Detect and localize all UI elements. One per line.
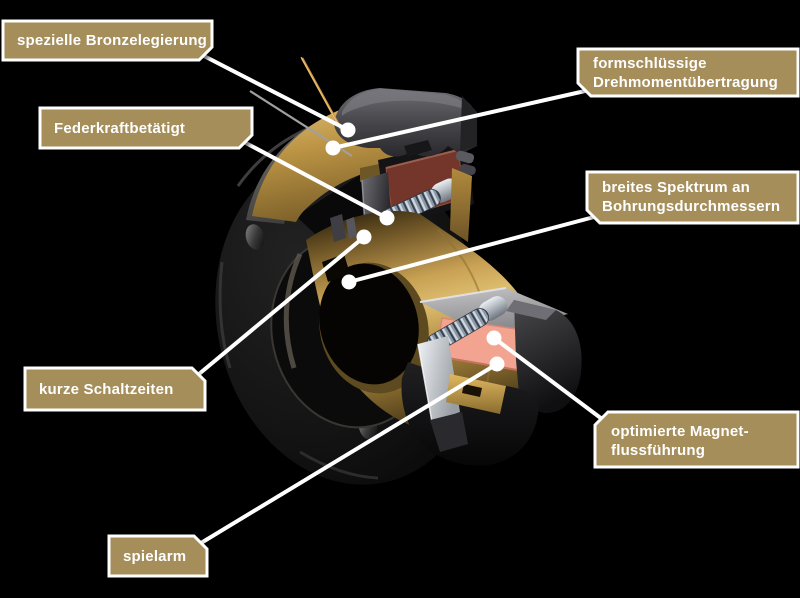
label-breites-spektrum-bohrungsdurchmesser: breites Spektrum an Bohrungsdurchmessern [585,170,800,225]
leader-schalt [197,235,366,376]
housing-cap-side [460,96,477,152]
housing-cap-notch [404,140,432,157]
label-box [593,410,800,469]
callout-leaders [197,54,604,545]
label-kurze-schaltzeiten: kurze Schaltzeiten [23,366,207,412]
flange-bottom-edge [299,450,379,480]
label-text-line2: flussführung [611,442,705,459]
keyway-notch [322,254,350,282]
label-text-line2: Drehmomentübertragung [593,74,778,91]
housing-cap-sheen [342,89,472,116]
label-box [1,19,214,62]
housing-lug-2 [459,163,476,176]
housing-block-lower [514,300,582,414]
gold-key-slot [462,384,482,397]
svg-text:optimierte Magnet- flu: optimierte Magnet- flussführung [611,423,753,459]
callout-dot-feder [379,210,395,226]
callout-dot-spielarm [489,356,505,372]
label-text: kurze Schaltzeiten [39,381,173,398]
callout-dot-bronze [340,122,356,138]
magnet-housing-edge [419,287,507,303]
leader-bronze [202,54,350,132]
svg-text:spezielle Bronzelegierung: spezielle Bronzelegierung [17,32,207,49]
leader-feder [242,140,389,220]
label-text-line1: formschlüssige [593,55,707,72]
label-box [576,47,800,98]
label-formschluessige-drehmomentuebertragung: formschlüssige Drehmomentübertragung [576,47,800,98]
svg-text:breites Spektrum an Bo: breites Spektrum an Bohrungsdurchmessern [602,179,780,215]
coil-upper-highlight [385,149,459,169]
front-wedge [430,412,468,452]
hub-bore [319,263,419,385]
housing-lug-1 [455,150,475,164]
armature-edge [417,343,433,423]
leader-bohrung [347,215,596,284]
label-federkraftbetaetigt: Federkraftbetätigt [38,106,254,150]
leader-spielarm [199,362,499,545]
leader-form [331,89,587,150]
svg-text:formschlüssige Drehmom: formschlüssige Drehmomentübertragung [593,55,778,91]
hub-cylinder [306,211,538,436]
label-spielarm: spielarm [107,534,209,578]
callout-dot-schalt [356,229,372,245]
gold-column [450,168,472,242]
housing-block-top [506,300,556,320]
label-box [38,106,254,150]
label-text-line2: Bohrungsdurchmessern [602,198,780,215]
callout-dot-form [325,140,341,156]
label-box [107,534,209,578]
lead-wire-gold-highlight [300,56,340,127]
leader-magnet [492,336,604,421]
svg-text:kurze Schaltzeiten: kurze Schaltzeiten [39,381,173,398]
lower-assembly [401,287,582,466]
label-spezielle-bronzelegierung: spezielle Bronzelegierung [1,19,214,62]
callout-labels: spezielle Bronzelegierung Federkraftbetä… [1,19,800,578]
callout-dot-magnet [486,330,502,346]
label-text: spielarm [123,548,186,565]
svg-text:Federkraftbetätigt: Federkraftbetätigt [54,120,185,137]
label-box [23,366,207,412]
label-box [585,170,800,225]
label-text-line1: optimierte Magnet- [611,423,749,440]
label-text-line1: breites Spektrum an [602,179,750,196]
label-text: Federkraftbetätigt [54,120,185,137]
spline-tooth-1 [330,214,346,242]
callout-dot-bohrung [341,274,357,290]
spline-tooth-2 [346,217,357,239]
flange-left-edge [218,261,232,369]
svg-text:spielarm: spielarm [123,548,186,565]
mounting-hole-upper [245,224,265,250]
label-optimierte-magnetflussfuehrung: optimierte Magnet- flussführung [593,410,800,469]
label-text: spezielle Bronzelegierung [17,32,207,49]
